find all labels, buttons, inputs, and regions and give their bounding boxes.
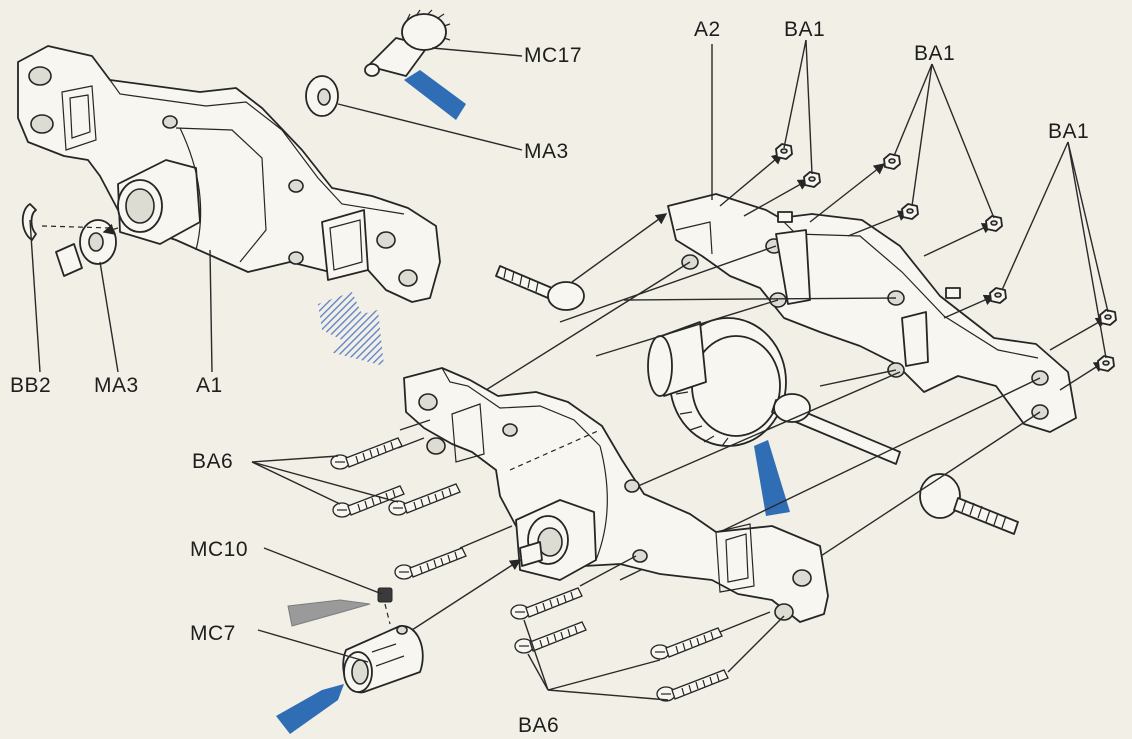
output-shaft-left: [495, 265, 585, 311]
pinion-gear-mc17: [364, 9, 451, 77]
label-ma3-top: MA3: [524, 140, 569, 163]
label-ba1-b: BA1: [914, 42, 955, 65]
screw-ba6: [394, 547, 467, 580]
screw-ba6: [656, 669, 729, 702]
oil-brush-icon: [287, 599, 371, 627]
label-ba1-a: BA1: [784, 18, 825, 41]
label-bb2: BB2: [10, 374, 51, 397]
grease-tube-icon: [754, 440, 790, 516]
hex-nut-ba1: [901, 203, 919, 220]
label-ma3-left: MA3: [94, 374, 139, 397]
label-mc17: MC17: [524, 44, 582, 67]
screw-ba6: [650, 627, 723, 660]
lower-guide-lines: [397, 419, 785, 673]
joint-shaft-end: [41, 225, 113, 277]
screw-ba6: [510, 587, 583, 620]
set-screw-mc10: [377, 587, 393, 625]
e-ring-bb2: [21, 203, 37, 241]
hex-nut-ba1: [1099, 309, 1117, 326]
ball-bearing-ma3-left: [79, 219, 117, 265]
label-a2: A2: [694, 18, 721, 41]
label-ba6-top: BA6: [192, 450, 233, 473]
ball-bearing-ma3-top: [305, 75, 339, 117]
label-a1: A1: [196, 374, 223, 397]
grease-tube-icon: [276, 684, 344, 734]
cup-joint-mc7: [342, 625, 424, 694]
label-ba1-c: BA1: [1048, 120, 1089, 143]
hex-nut-ba1: [989, 287, 1007, 304]
gearbox-housing-lower: [403, 367, 829, 623]
hex-nut-ba1: [1097, 355, 1115, 372]
gearbox-housing-a1: [17, 45, 441, 303]
grease-tube-icon: [404, 70, 466, 120]
hex-nut-ba1: [985, 215, 1003, 232]
differential-unit: [647, 317, 901, 465]
label-ba6-bottom: BA6: [518, 714, 559, 737]
hex-nut-ba1: [803, 171, 821, 188]
label-mc10: MC10: [190, 538, 248, 561]
screw-ba6: [330, 437, 403, 470]
leader-lines: [29, 39, 1109, 701]
assembly-arrow-icon: [318, 292, 384, 366]
label-mc7: MC7: [190, 622, 236, 645]
output-shaft-right: [919, 473, 1019, 535]
hex-nut-ba1: [883, 153, 901, 170]
chassis-frame-a2: [667, 193, 1077, 433]
